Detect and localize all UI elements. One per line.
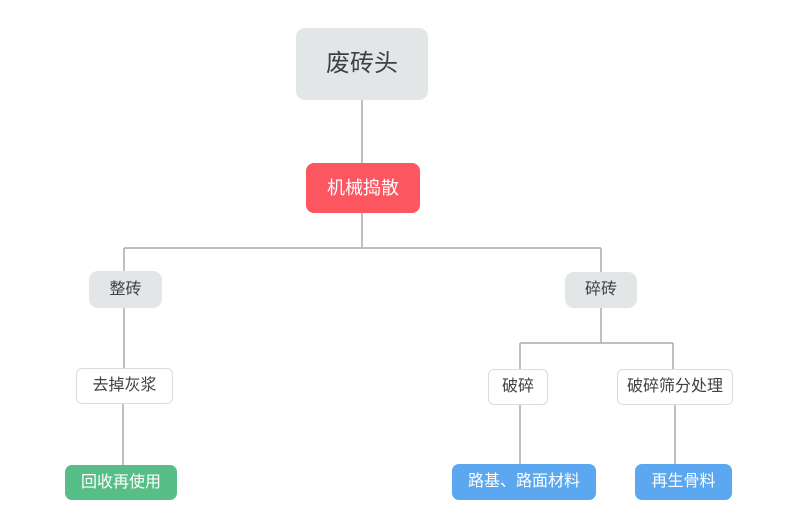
node-mechanical-breakup: 机械捣散 — [306, 163, 420, 213]
node-whole-brick: 整砖 — [89, 271, 162, 308]
node-broken-brick: 碎砖 — [565, 272, 637, 308]
node-remove-mortar: 去掉灰浆 — [76, 368, 173, 404]
node-waste-brick: 废砖头 — [296, 28, 428, 100]
node-crush: 破碎 — [488, 369, 548, 405]
node-roadbase-pavement-material: 路基、路面材料 — [452, 464, 596, 500]
node-recycled-aggregate: 再生骨料 — [635, 464, 732, 500]
node-crush-screening: 破碎筛分处理 — [617, 369, 733, 405]
node-recycle-reuse: 回收再使用 — [65, 465, 177, 500]
